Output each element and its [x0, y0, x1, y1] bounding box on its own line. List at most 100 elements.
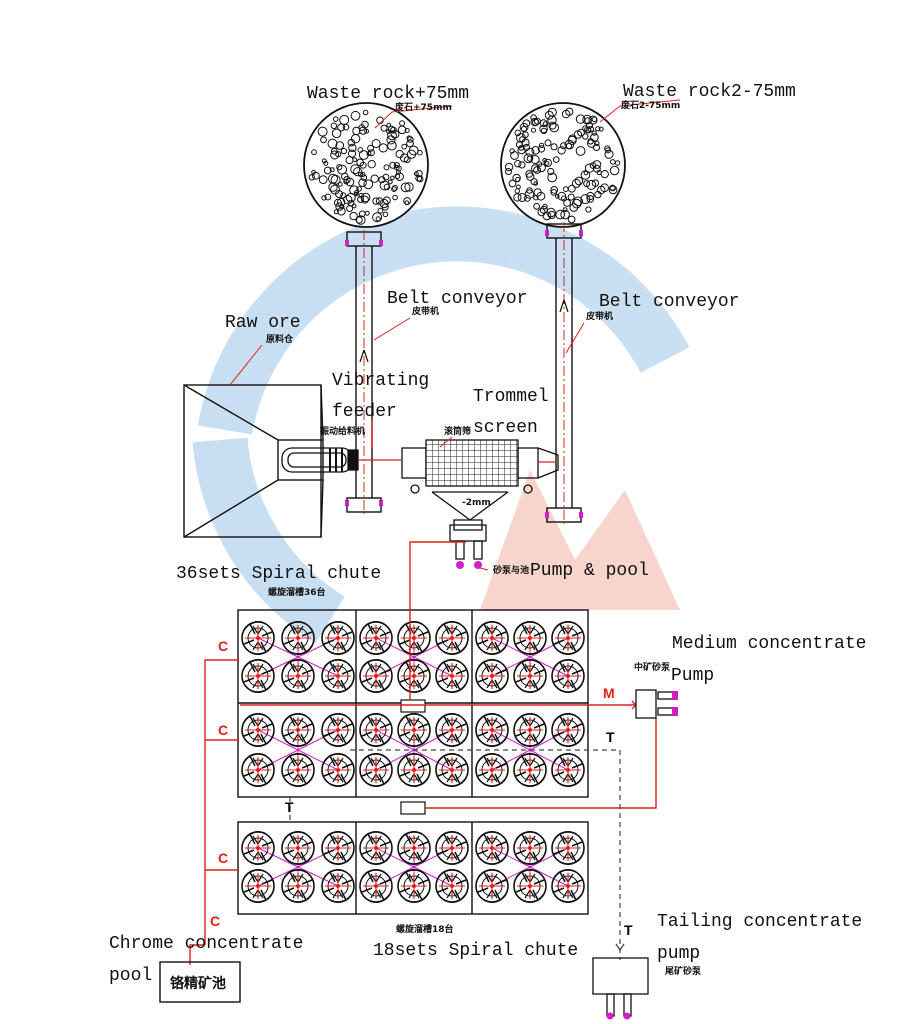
- spiral-chute-unit: [397, 659, 431, 693]
- flow-code-t-1: T: [606, 729, 615, 745]
- distribution-pipe: [375, 847, 415, 868]
- distribution-pipe: [257, 729, 299, 751]
- rock-stone: [415, 169, 423, 178]
- spiral-chute-unit: [281, 831, 315, 865]
- spiral-chute-unit: [513, 659, 547, 693]
- rock-stone: [361, 192, 371, 203]
- belt-conveyor-1-label: Belt conveyor: [387, 289, 527, 309]
- distribution-pipe: [297, 866, 339, 887]
- rock-stone: [337, 164, 348, 175]
- spiral-chute-unit: [513, 831, 547, 865]
- rock-stone: [372, 197, 380, 205]
- distribution-pipe: [257, 637, 299, 658]
- rock-stone: [547, 115, 557, 125]
- rock-stone: [582, 125, 589, 132]
- rock-stone: [518, 145, 525, 151]
- leader-lines: [229, 99, 681, 571]
- rock-stone: [531, 146, 540, 155]
- spiral-chute-unit: [321, 869, 355, 903]
- rock-stone: [318, 175, 328, 185]
- spiral-chute-unit: [551, 621, 585, 655]
- rock-stone: [380, 124, 388, 132]
- flow-code-c-2: C: [218, 722, 228, 738]
- rock-stone: [531, 164, 540, 173]
- spiral-chute-unit: [397, 621, 431, 655]
- rock-stone: [331, 128, 342, 139]
- rock-stone: [585, 206, 592, 213]
- rock-stone: [567, 193, 575, 201]
- rock-stone: [311, 171, 320, 180]
- rock-stone: [391, 184, 398, 191]
- rock-stone: [587, 138, 594, 145]
- spiral-bank-18: [237, 821, 589, 915]
- rock-stone: [382, 211, 389, 218]
- rock-stone: [512, 173, 521, 183]
- rock-stone: [548, 121, 557, 130]
- spiral-chute-unit: [475, 621, 509, 655]
- rock-stone: [346, 205, 354, 212]
- spiral-chute-unit: [551, 753, 585, 787]
- rock-stone: [366, 151, 372, 157]
- rock-stone: [586, 179, 597, 190]
- rock-stone: [363, 179, 374, 190]
- rock-stone: [362, 109, 369, 116]
- waste-rock-pile-1: [303, 102, 429, 228]
- rock-stone: [550, 186, 559, 194]
- rock-stone: [600, 170, 609, 179]
- rock-stone: [317, 126, 328, 137]
- spiral-chute-unit: [321, 831, 355, 865]
- rock-stone: [547, 172, 558, 183]
- rock-stone: [358, 210, 366, 218]
- rock-stone: [335, 202, 344, 211]
- trommel-cn-label: 滚筒筛: [444, 425, 471, 437]
- rock-stone: [521, 138, 530, 147]
- distribution-pipe: [413, 866, 453, 887]
- rock-stone: [505, 168, 512, 175]
- rock-stone: [516, 184, 521, 190]
- spiral-chute-unit: [241, 753, 275, 787]
- belt-conveyor-2-cn-label: 皮带机: [585, 310, 613, 322]
- rock-stone: [336, 164, 343, 171]
- spiral-chute-unit: [513, 621, 547, 655]
- rock-stone: [513, 193, 522, 202]
- spiral-chute-unit: [281, 713, 315, 747]
- rock-stone: [332, 116, 339, 122]
- rock-stone: [311, 149, 317, 156]
- spiral-chute-unit: [475, 713, 509, 747]
- rock-stone: [356, 158, 365, 167]
- rock-stone: [614, 160, 621, 166]
- rock-stone: [555, 209, 566, 220]
- spiral-chute-unit: [435, 713, 469, 747]
- rock-stone: [514, 160, 522, 168]
- spiral-chute-unit: [475, 831, 509, 865]
- rock-stone: [536, 191, 546, 201]
- flow-code-c-1: C: [218, 638, 228, 654]
- tailing-concentrate-pump: [592, 957, 649, 1020]
- rock-stone: [530, 178, 538, 186]
- rock-stone: [595, 126, 601, 132]
- rock-stone: [580, 170, 591, 180]
- spiral-chute-unit: [281, 659, 315, 693]
- rock-stone: [367, 149, 375, 157]
- rock-stone: [400, 182, 411, 193]
- rock-stone: [560, 209, 570, 220]
- feed-lines: [358, 420, 556, 463]
- medium-pump-label: Pump: [671, 666, 714, 686]
- trommel-undersize-label: -2mm: [462, 498, 491, 508]
- trommel-label-line1: Trommel: [473, 387, 549, 407]
- rock-stone: [350, 110, 361, 121]
- flow-code-m: M: [603, 685, 615, 701]
- tailing-label-line2: pump: [657, 944, 700, 964]
- spiral-chute-unit: [241, 659, 275, 693]
- rock-stone: [586, 121, 593, 129]
- rock-stone: [504, 162, 514, 172]
- rock-stone: [508, 179, 517, 188]
- rock-stone: [360, 171, 366, 177]
- waste-rock-2-cn-label: 废石2-75mm: [621, 99, 680, 111]
- vibrating-feeder-label-line2: feeder: [332, 402, 397, 422]
- rock-stone: [604, 145, 611, 152]
- rock-stone: [403, 156, 411, 164]
- rock-stone: [394, 173, 401, 180]
- rock-stone: [401, 143, 408, 150]
